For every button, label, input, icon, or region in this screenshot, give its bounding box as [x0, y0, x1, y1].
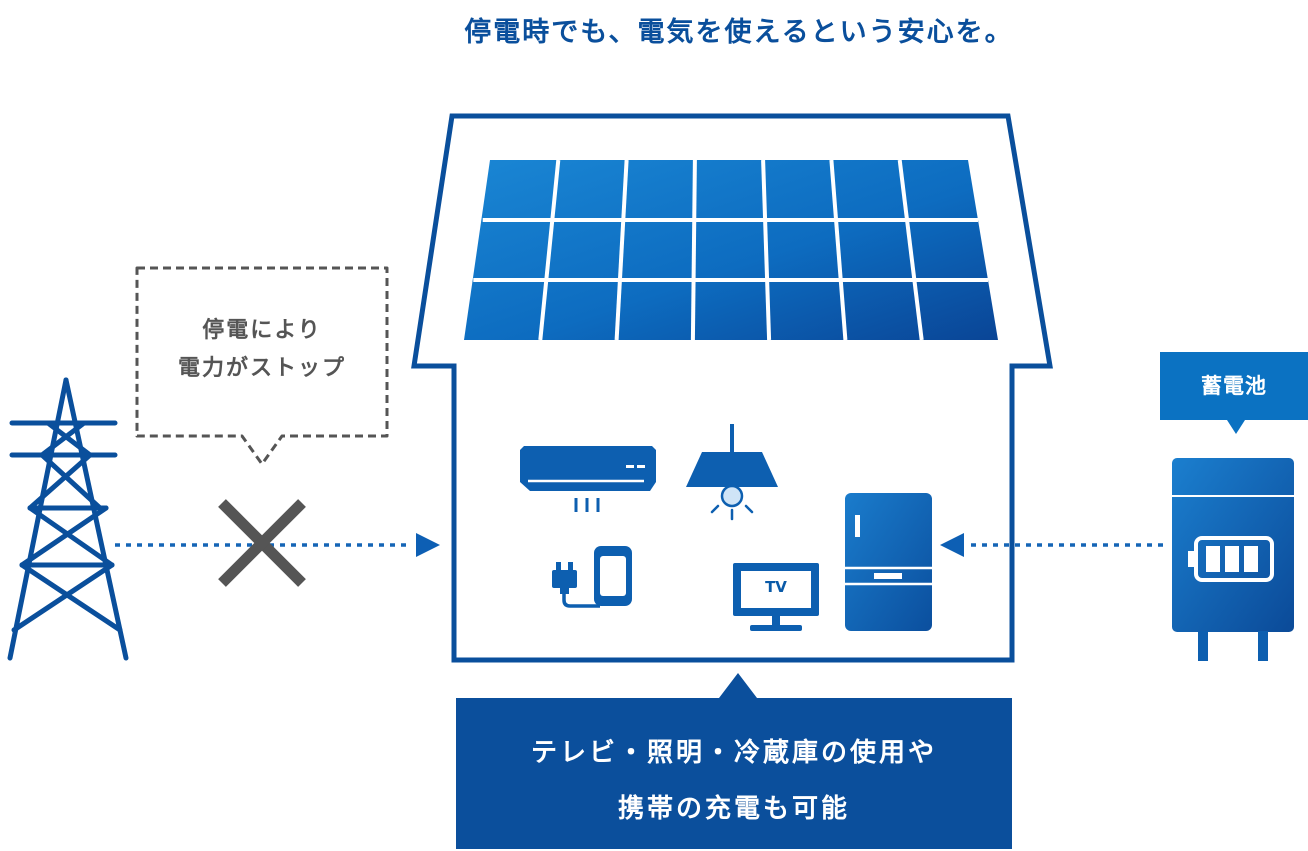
air-conditioner-icon [520, 446, 656, 512]
battery-arrow-head [940, 533, 964, 557]
tv-screen-label: TV [765, 578, 787, 596]
outage-bubble-line1: 停電により [202, 318, 322, 343]
caption-box [456, 673, 1012, 849]
refrigerator-icon [845, 493, 932, 631]
caption-line2: 携帯の充電も可能 [617, 794, 850, 824]
power-tower-icon [7, 377, 129, 661]
cross-icon [218, 499, 306, 587]
ceiling-lamp-icon [686, 424, 778, 521]
outage-bubble [135, 266, 389, 466]
battery-label-box [1160, 352, 1308, 434]
tv-icon [733, 563, 819, 631]
caption-line1: テレビ・照明・冷蔵庫の使用や [530, 738, 937, 768]
caption-text: テレビ・照明・冷蔵庫の使用や 携帯の充電も可能 [456, 725, 1012, 837]
battery-icon [1172, 458, 1294, 661]
battery-label: 蓄電池 [1201, 374, 1267, 398]
grid-arrow-head [416, 533, 440, 557]
solar-panel-icon [464, 159, 998, 341]
page-headline: 停電時でも、電気を使えるという安心を。 [464, 17, 1014, 48]
outage-bubble-line2: 電力がストップ [177, 356, 346, 381]
smartphone-icon [594, 546, 632, 606]
outage-bubble-text: 停電により 電力がストップ [137, 312, 387, 388]
plug-icon [552, 562, 600, 608]
